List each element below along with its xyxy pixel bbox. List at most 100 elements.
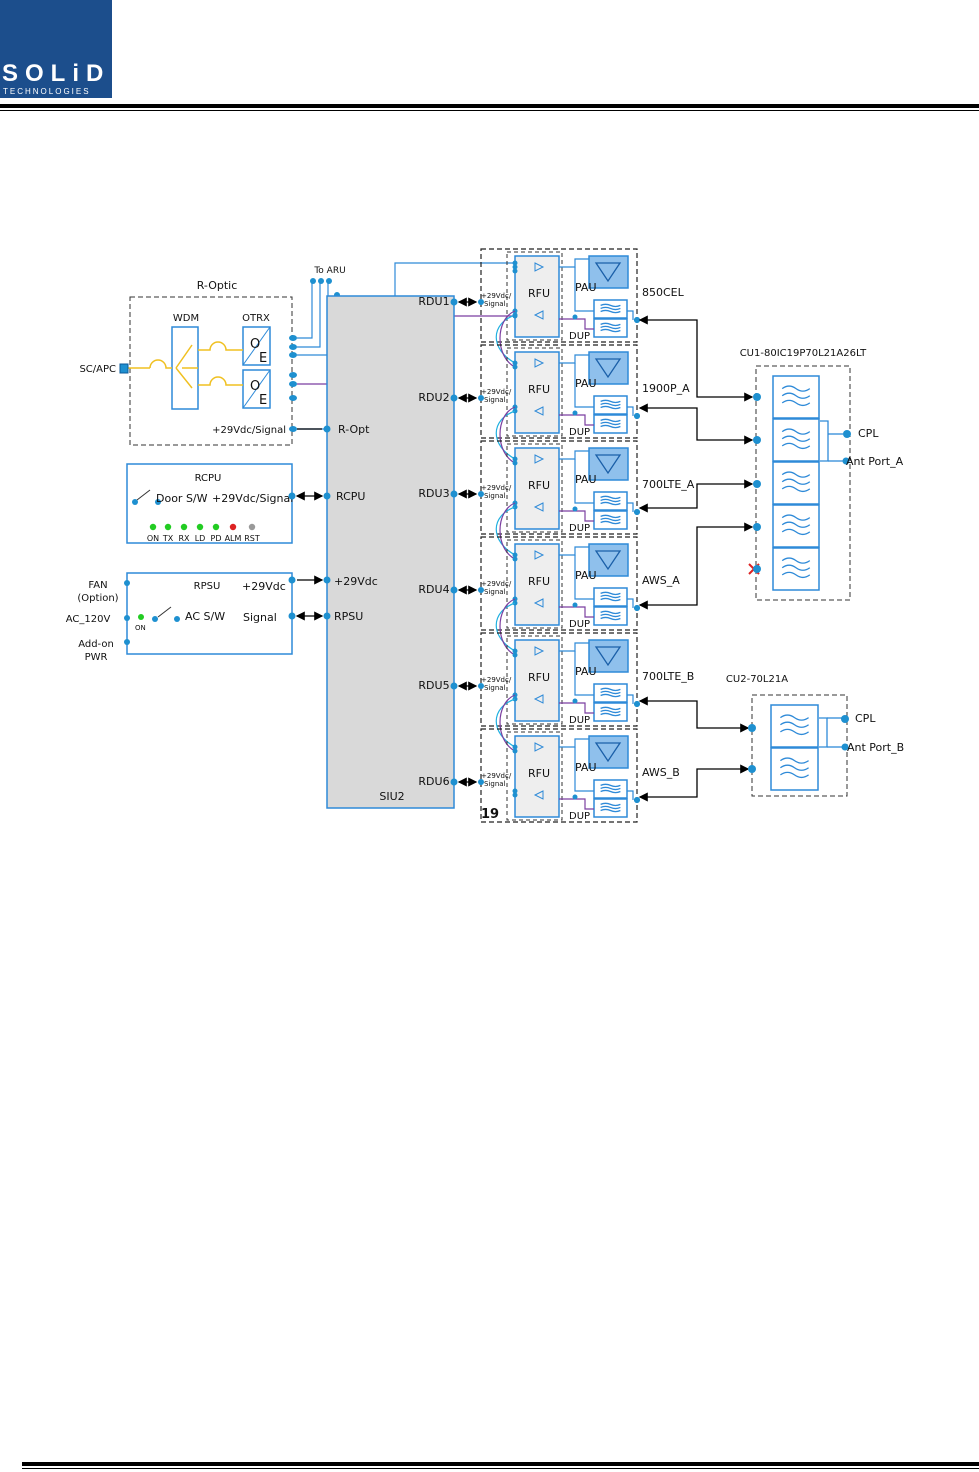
to-aru-label: To ARU xyxy=(313,266,345,276)
led-label: RX xyxy=(178,534,190,543)
svg-text:FAN: FAN xyxy=(88,580,107,591)
footer-rule-thin xyxy=(22,1468,979,1469)
cu1-block: CU1-80IC19P70L21A26LT CPL Ant Port_A xyxy=(740,348,904,601)
pau-label: PAU xyxy=(575,473,597,486)
pau-label: PAU xyxy=(575,761,597,774)
door-switch-label: Door S/W xyxy=(156,492,208,505)
led-label: PD xyxy=(211,534,222,543)
svg-text:Ant Port_A: Ant Port_A xyxy=(846,455,904,468)
rfu-label: RFU xyxy=(528,287,550,300)
rdu-name: RDU6 xyxy=(418,775,449,788)
rfu-label: RFU xyxy=(528,479,550,492)
svg-text:PWR: PWR xyxy=(85,652,108,663)
svg-text:+29Vdc: +29Vdc xyxy=(242,580,286,593)
siu-rcpu: RCPU xyxy=(336,490,365,503)
svg-text:AC_120V: AC_120V xyxy=(66,614,111,625)
band-label: 700LTE_A xyxy=(642,478,695,491)
band-label: 1900P_A xyxy=(642,382,690,395)
dup-label: DUP xyxy=(569,619,590,630)
led-ld xyxy=(196,523,204,531)
svg-text:Signal: Signal xyxy=(484,684,506,692)
pau-label: PAU xyxy=(575,665,597,678)
pau-label: PAU xyxy=(575,377,597,390)
svg-text:E: E xyxy=(259,351,267,366)
siu-rpsu: RPSU xyxy=(334,610,363,623)
rdu-power-label: +29Vdc/ xyxy=(481,292,512,300)
optic-power-label: +29Vdc/Signal xyxy=(212,425,286,436)
header-rule-thin xyxy=(0,110,979,111)
wdm-label: WDM xyxy=(173,313,199,324)
sc-apc-label: SC/APC xyxy=(79,364,116,375)
rpsu-title: RPSU xyxy=(194,581,221,592)
otrx-label: OTRX xyxy=(242,313,270,324)
svg-text:O: O xyxy=(250,379,260,394)
pau-label: PAU xyxy=(575,569,597,582)
siu-p29: +29Vdc xyxy=(334,575,378,588)
rcpu-title: RCPU xyxy=(195,473,222,484)
rdu-name: RDU5 xyxy=(418,679,449,692)
rdu-row-4: RFU PAU DUP +29Vdc/Signal RDU4 AWS_A xyxy=(418,536,680,656)
footer-rule xyxy=(22,1462,979,1466)
logo-text: SOLiD xyxy=(2,60,111,87)
svg-text:Signal: Signal xyxy=(484,588,506,596)
svg-text:Ant Port_B: Ant Port_B xyxy=(847,741,904,754)
pau-label: PAU xyxy=(575,281,597,294)
rdu-name: RDU4 xyxy=(418,583,449,596)
svg-text:Add-on: Add-on xyxy=(78,639,114,650)
rdu-power-label: +29Vdc/ xyxy=(481,772,512,780)
svg-text:CPL: CPL xyxy=(855,712,876,725)
svg-text:ON: ON xyxy=(135,624,146,632)
svg-text:(Option): (Option) xyxy=(77,593,118,604)
svg-text:O: O xyxy=(250,337,260,352)
cu2-block: CU2-70L21A CPL Ant Port_B xyxy=(726,674,904,797)
r-optic-block: R-Optic WDM OTRX O E O E SC/APC +29Vdc/S… xyxy=(79,279,297,446)
siu-block: SIU2 R-Opt RCPU +29Vdc RPSU xyxy=(323,295,455,809)
led-on xyxy=(149,523,157,531)
led-pd xyxy=(212,523,220,531)
led-label: LD xyxy=(195,534,206,543)
rdu-power-label: +29Vdc/ xyxy=(481,388,512,396)
svg-text:Signal: Signal xyxy=(484,780,506,788)
svg-text:E: E xyxy=(259,393,267,408)
rpsu-block: RPSU FAN (Option) AC_120V Add-on PWR ON … xyxy=(66,572,296,663)
led-tx xyxy=(164,523,172,531)
svg-text:AC S/W: AC S/W xyxy=(185,610,225,623)
cu2-name: CU2-70L21A xyxy=(726,674,788,685)
rdu-power-label: +29Vdc/ xyxy=(481,484,512,492)
svg-text:CPL: CPL xyxy=(858,427,879,440)
svg-text:Signal: Signal xyxy=(484,300,506,308)
led-label: ON xyxy=(147,534,159,543)
svg-text:Signal: Signal xyxy=(484,396,506,404)
siu-label: SIU2 xyxy=(379,790,404,803)
band-label: AWS_B xyxy=(642,766,680,779)
rdu-name: RDU1 xyxy=(418,295,449,308)
led-label: TX xyxy=(162,534,174,543)
led-rst xyxy=(248,523,256,531)
rfu-label: RFU xyxy=(528,767,550,780)
dup-label: DUP xyxy=(569,523,590,534)
led-label: RST xyxy=(244,534,260,543)
band-links xyxy=(638,315,754,802)
rdu-row-3: RFU PAU DUP +29Vdc/Signal RDU3 700LTE_A xyxy=(418,440,695,560)
logo-subtext: TECHNOLOGIES xyxy=(3,87,91,96)
siu-ropt: R-Opt xyxy=(338,423,370,436)
r-optic-title: R-Optic xyxy=(197,279,238,292)
rfu-label: RFU xyxy=(528,575,550,588)
svg-text:Signal: Signal xyxy=(484,492,506,500)
band-label: 850CEL xyxy=(642,286,685,299)
header-rule xyxy=(0,104,979,108)
rdu-name: RDU3 xyxy=(418,487,449,500)
rdu-row-1: RFU PAU DUP +29Vdc/Signal RDU1 850CEL xyxy=(418,248,685,368)
slot-number: 19 xyxy=(481,807,499,822)
company-logo: SOLiD TECHNOLOGIES xyxy=(0,0,112,98)
dup-label: DUP xyxy=(569,331,590,342)
dup-label: DUP xyxy=(569,715,590,726)
band-label: AWS_A xyxy=(642,574,680,587)
rdu-power-label: +29Vdc/ xyxy=(481,580,512,588)
led-alm xyxy=(229,523,237,531)
cu1-name: CU1-80IC19P70L21A26LT xyxy=(740,348,867,359)
